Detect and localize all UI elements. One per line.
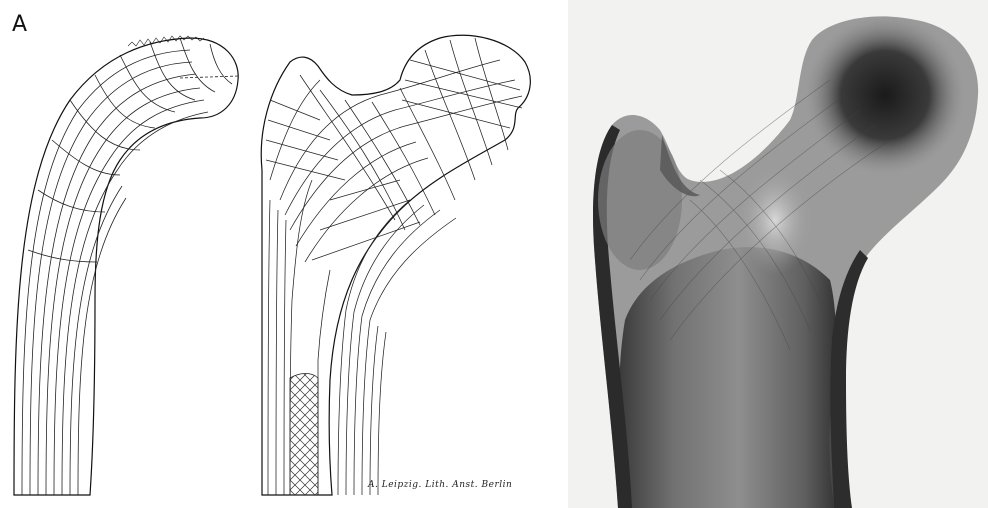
bent-rod-diagram — [14, 36, 238, 495]
lithographer-signature: A. Leipzig. Lith. Anst. Berlin — [368, 480, 512, 490]
medullary-crosshatch — [290, 374, 318, 496]
femur-radiograph — [568, 0, 988, 508]
